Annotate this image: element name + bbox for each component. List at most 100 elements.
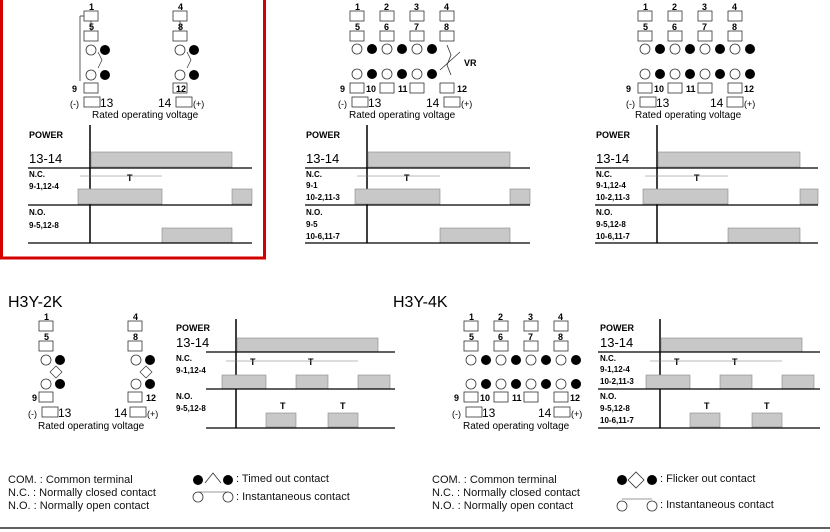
panel_2-rated_voltage: Rated operating voltage (349, 110, 456, 121)
h3y2k-polarity_plus: (+) (147, 409, 158, 419)
h3y2k-polarity_minus: (-) (28, 409, 37, 419)
h3y4k-rated_voltage: Rated operating voltage (463, 421, 570, 432)
h3y4k-schematic: 1 2 3 4 5 6 7 8 9 10 11 12 (454, 312, 581, 418)
h3y4k-terminals-5: 6 (498, 332, 503, 342)
h3y2k-t: T (280, 401, 286, 411)
panel_1-nc: N.C. (29, 170, 45, 179)
panel_2-terminals-1: 2 (384, 2, 389, 12)
legend-right-flicker: : Flicker out contact (660, 473, 756, 485)
h3y4k-terminals-8: 9 (454, 393, 459, 403)
h3y4k-terminals-7: 8 (558, 332, 563, 342)
h3y2k-terminals-5: 12 (146, 393, 156, 403)
panel-2-schematic: 1 2 3 4 5 6 7 8 9 10 11 12 VR (340, 2, 477, 108)
panel_2-terminals-0: 1 (355, 2, 360, 12)
panel_1-power: POWER (29, 130, 64, 140)
legend-right-inst: : Instantaneous contact (660, 499, 774, 511)
h3y2k-pin_14: 14 (114, 406, 128, 420)
h3y4k-title: H3Y-4K (393, 294, 448, 311)
panel_1-row_13_14: 13-14 (29, 151, 62, 166)
legend-right-com: COM. : Common terminal (432, 474, 557, 486)
panel_3-no: N.O. (596, 208, 612, 217)
h3y4k-no: N.O. (600, 392, 616, 401)
panel_3-terminals-9: 10 (654, 84, 664, 94)
panel_2-terminals-5: 6 (384, 22, 389, 32)
h3y2k-schematic: 1 5 9 4 8 12 (32, 312, 156, 418)
panel_3-terminals-5: 6 (672, 22, 677, 32)
h3y4k-pin_13: 13 (482, 406, 496, 420)
panel_2-no: N.O. (306, 208, 322, 217)
h3y2k-terminals-4: 8 (133, 332, 138, 342)
h3y4k-terminals-10: 11 (512, 393, 522, 403)
h3y2k-no: N.O. (176, 392, 192, 401)
panel_1-pin_14: 14 (158, 96, 172, 110)
panel_2-terminals-11: 12 (457, 84, 467, 94)
h3y4k-terminals-2: 3 (528, 312, 533, 322)
terminal-label: 5 (89, 22, 94, 32)
panel_3-pin_14: 14 (710, 96, 724, 110)
legend-left-timed: : Timed out contact (236, 473, 329, 485)
terminal-label: 8 (178, 22, 183, 32)
h3y4k-nc_pins_1: 9-1,12-4 (600, 365, 630, 374)
terminal-label: 9 (72, 84, 77, 94)
terminal-label: 4 (178, 2, 183, 12)
panel_1-no_pins: 9-5,12-8 (29, 221, 59, 230)
panel_2-polarity_minus: (-) (338, 99, 347, 109)
panel_3-rated_voltage: Rated operating voltage (635, 110, 742, 121)
panel_3-terminals-10: 11 (686, 84, 696, 94)
panel_3-terminals-6: 7 (702, 22, 707, 32)
h3y2k-terminals-1: 5 (44, 332, 49, 342)
panel_2-nc: N.C. (306, 170, 322, 179)
panel_3-nc_pins_2: 10-2,11-3 (596, 193, 630, 202)
panel-3-schematic: 1 2 3 4 5 6 7 8 9 10 11 12 (626, 2, 755, 108)
h3y2k-terminals-2: 9 (32, 393, 37, 403)
panel_1-polarity_plus: (+) (193, 99, 204, 109)
h3y4k-power: POWER (600, 323, 635, 333)
h3y4k-pin_14: 14 (538, 406, 552, 420)
panel-1-schematic: 1 5 9 4 8 12 (72, 2, 199, 108)
h3y4k-nc_pins_2: 10-2,11-3 (600, 377, 634, 386)
panel_2-terminals-4: 5 (355, 22, 360, 32)
h3y4k-no_pins_2: 10-6,11-7 (600, 416, 634, 425)
panel_3-terminals-8: 9 (626, 84, 631, 94)
h3y4k-t: T (704, 401, 710, 411)
panel_2-row_13_14: 13-14 (306, 151, 339, 166)
h3y4k-terminals-4: 5 (469, 332, 474, 342)
panel-2-power-terminals: (-) 13 14 (+) Rated operating voltage (338, 96, 472, 121)
h3y2k-no_pins: 9-5,12-8 (176, 404, 206, 413)
h3y4k-polarity_plus: (+) (571, 409, 582, 419)
panel_2-polarity_plus: (+) (461, 99, 472, 109)
panel_1-nc_pins: 9-1,12-4 (29, 182, 59, 191)
panel_3-terminals-1: 2 (672, 2, 677, 12)
highlight-box (0, 0, 266, 260)
terminal-label: 1 (89, 2, 94, 12)
panel_2-terminals-10: 11 (398, 84, 408, 94)
panel_1-pin_13: 13 (100, 96, 114, 110)
panel_2-terminals-7: 8 (444, 22, 449, 32)
h3y4k-t: T (674, 357, 680, 367)
panel_3-terminals-11: 12 (744, 84, 754, 94)
h3y4k-row_13_14: 13-14 (600, 335, 633, 350)
panel_2-pin_14: 14 (426, 96, 440, 110)
panel_3-t: T (694, 173, 700, 183)
h3y4k-no_pins_1: 9-5,12-8 (600, 404, 630, 413)
panel_2-nc_pins_2: 10-2,11-3 (306, 193, 340, 202)
h3y2k-power: POWER (176, 323, 211, 333)
h3y2k-nc_pins: 9-1,12-4 (176, 366, 206, 375)
h3y4k-terminals-6: 7 (528, 332, 533, 342)
panel_2-terminals-6: 7 (414, 22, 419, 32)
terminal-label: 12 (176, 84, 186, 94)
h3y4k-polarity_minus: (-) (452, 409, 461, 419)
panel_2-pin_13: 13 (368, 96, 382, 110)
legend-symbols (192, 471, 658, 512)
h3y2k-t: T (250, 357, 256, 367)
h3y4k-timing-chart: POWER 13-14 N.C. 9-1,12-4 10-2,11-3 T T … (598, 319, 820, 429)
panel_3-polarity_minus: (-) (626, 99, 635, 109)
panel_1-t: T (127, 173, 133, 183)
panel_3-terminals-4: 5 (643, 22, 648, 32)
panel_3-terminals-0: 1 (643, 2, 648, 12)
h3y4k-nc: N.C. (600, 354, 616, 363)
legend-left-nc: N.C. : Normally closed contact (8, 487, 156, 499)
panel_2-no_pins_1: 9-5 (306, 220, 318, 229)
h3y4k-terminals-3: 4 (558, 312, 563, 322)
h3y2k-t: T (340, 401, 346, 411)
